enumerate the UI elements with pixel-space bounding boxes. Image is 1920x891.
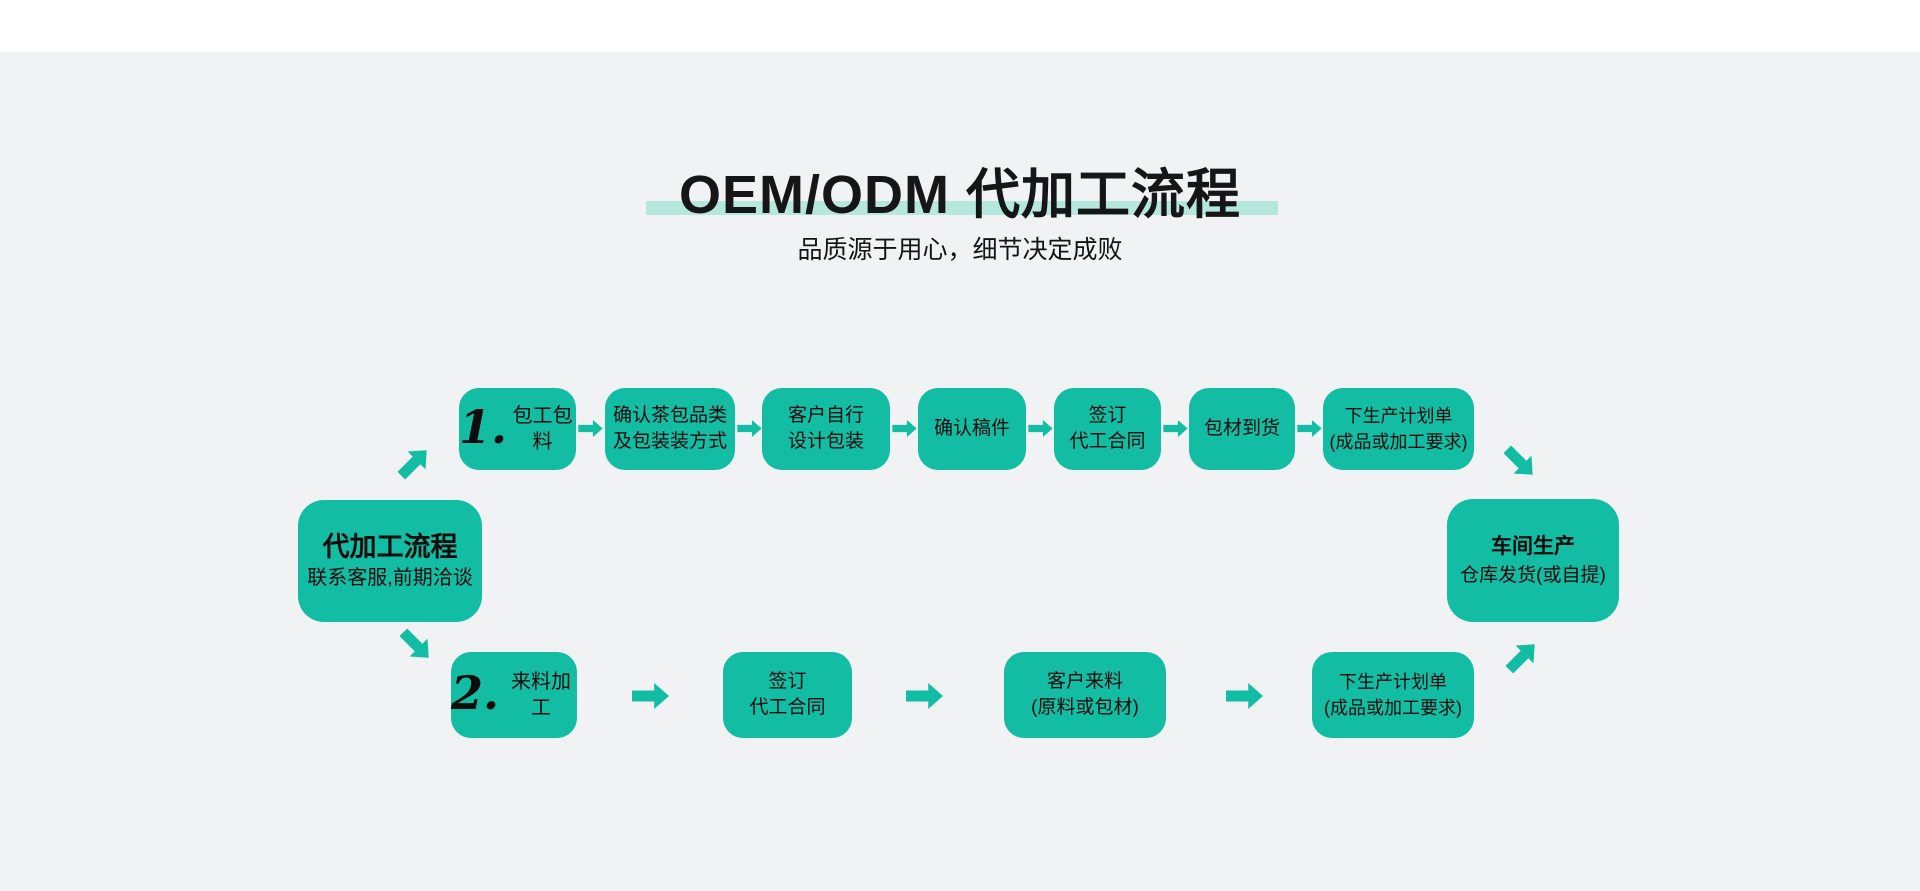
- step-line: 确认茶包品类: [612, 405, 727, 426]
- flow-node-branch2-head: 2. 来料加工: [451, 652, 577, 738]
- branch1-label: 包工包料: [512, 405, 573, 453]
- flow-node-start: 代加工流程 联系客服,前期洽谈: [298, 500, 482, 622]
- start-node-title: 代加工流程: [322, 532, 458, 562]
- arrow-right-icon: [1028, 420, 1053, 437]
- arrow-right-icon: [1297, 420, 1322, 437]
- arrow-down-right-icon: [1498, 440, 1542, 484]
- step-line: 代工合同: [749, 697, 826, 718]
- branch2-label: 来料加工: [511, 671, 572, 719]
- step-line: 下生产计划单: [1339, 672, 1447, 692]
- flow-node-step: 确认茶包品类 及包装装方式: [605, 388, 735, 470]
- top-white-bar: [0, 0, 1920, 52]
- end-node-line1: 车间生产: [1491, 535, 1575, 558]
- flow-node-branch1-head: 1. 包工包料: [459, 388, 576, 470]
- arrow-right-icon: [578, 420, 603, 437]
- flow-node-step: 下生产计划单 (成品或加工要求): [1323, 388, 1474, 470]
- flow-node-step: 签订 代工合同: [723, 652, 852, 738]
- flow-node-step: 包材到货: [1189, 388, 1295, 470]
- page-subtitle: 品质源于用心，细节决定成败: [797, 236, 1123, 264]
- step-line: 签订: [768, 671, 807, 692]
- start-node-subtitle: 联系客服,前期洽谈: [307, 567, 473, 589]
- branch1-number: 1.: [459, 400, 508, 454]
- title-highlight-bar: [646, 201, 1278, 215]
- flow-node-step: 确认稿件: [918, 388, 1026, 470]
- arrow-down-right-icon: [394, 623, 438, 667]
- step-line: (原料或包材): [1031, 697, 1139, 718]
- arrow-right-icon: [892, 420, 917, 437]
- flow-node-step: 客户来料 (原料或包材): [1004, 652, 1166, 738]
- end-node-line2: 仓库发货(或自提): [1460, 565, 1606, 586]
- step-line: (成品或加工要求): [1324, 698, 1462, 718]
- arrow-right-icon: [906, 683, 943, 709]
- step-line: 客户自行: [787, 405, 864, 426]
- arrow-right-icon: [632, 683, 669, 709]
- flow-node-end: 车间生产 仓库发货(或自提): [1447, 499, 1619, 622]
- step-line: 客户来料: [1046, 671, 1123, 692]
- arrow-right-icon: [1226, 683, 1263, 709]
- step-line: 及包装装方式: [612, 431, 727, 452]
- step-line: 设计包装: [787, 431, 864, 452]
- step-line: 包材到货: [1203, 418, 1280, 439]
- flow-node-step: 下生产计划单 (成品或加工要求): [1312, 652, 1474, 738]
- step-line: 确认稿件: [933, 418, 1010, 439]
- flow-node-step: 客户自行 设计包装: [762, 388, 890, 470]
- page-title: OEM/ODM 代加工流程: [679, 165, 1241, 225]
- branch2-number: 2.: [451, 666, 500, 720]
- step-line: 签订: [1088, 405, 1127, 426]
- step-line: 下生产计划单: [1344, 406, 1453, 426]
- arrow-right-icon: [1163, 420, 1188, 437]
- flow-node-step: 签订 代工合同: [1054, 388, 1161, 470]
- step-line: 代工合同: [1069, 431, 1146, 452]
- arrow-up-right-icon: [1500, 635, 1544, 679]
- arrow-right-icon: [737, 420, 762, 437]
- step-line: (成品或加工要求): [1329, 432, 1468, 452]
- arrow-up-right-icon: [392, 441, 436, 485]
